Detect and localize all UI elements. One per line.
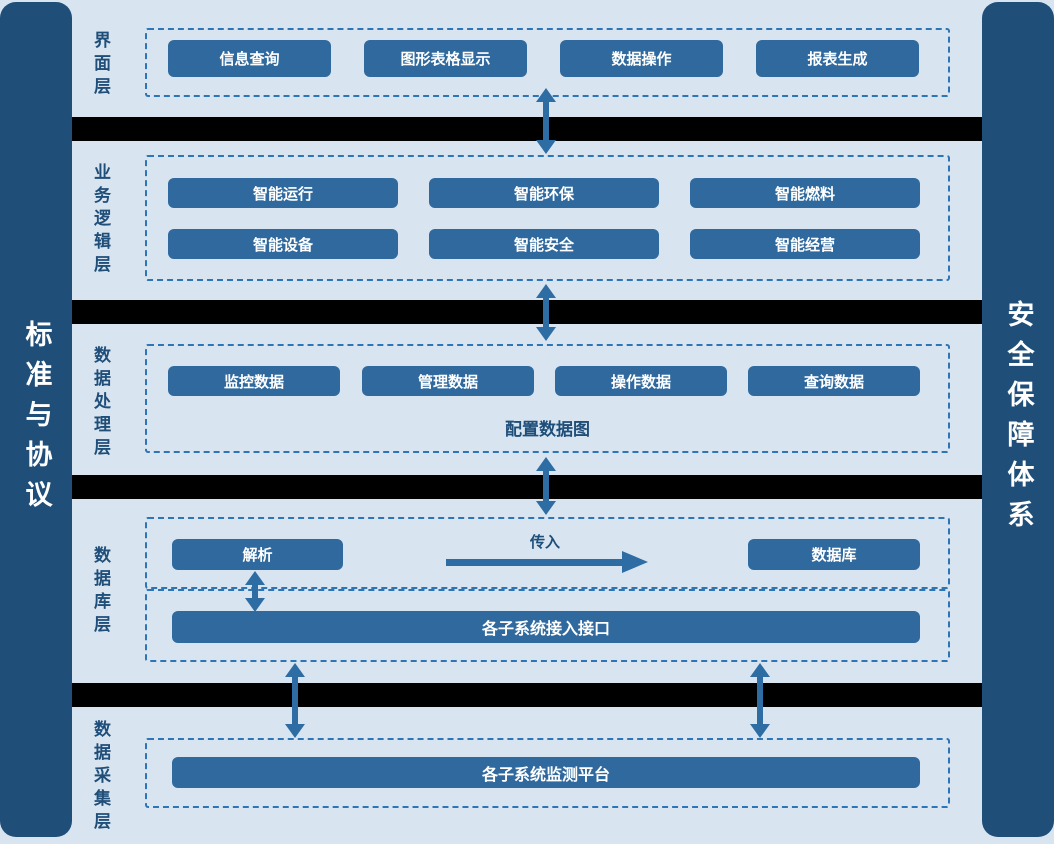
node-info-query[interactable]: 信息查询: [168, 40, 331, 77]
node-smart-management[interactable]: 智能经营: [690, 229, 920, 259]
caption-config-data-map: 配置数据图: [505, 420, 590, 440]
left-rail: 标准与协议: [0, 2, 72, 837]
node-smart-operation[interactable]: 智能运行: [168, 178, 398, 208]
node-smart-fuel[interactable]: 智能燃料: [690, 178, 920, 208]
arrow-processing-database: [535, 457, 557, 515]
node-smart-equipment[interactable]: 智能设备: [168, 229, 398, 259]
separator-band-2: [72, 300, 982, 324]
node-smart-environment[interactable]: 智能环保: [429, 178, 659, 208]
layer-label-processing: 数据处理层: [90, 346, 110, 461]
arrow-flow-in: [446, 551, 648, 573]
separator-band-4: [72, 683, 982, 707]
layer-label-interface: 界面层: [90, 31, 110, 100]
arrow-database-collection-right: [749, 663, 771, 738]
node-smart-safety[interactable]: 智能安全: [429, 229, 659, 259]
node-parse[interactable]: 解析: [172, 539, 343, 570]
arrow-business-processing: [535, 284, 557, 341]
node-database[interactable]: 数据库: [748, 539, 920, 570]
separator-band-3: [72, 475, 982, 499]
database-upper-box: [145, 517, 950, 589]
arrow-parse-bus: [244, 571, 266, 612]
arrow-database-collection-left: [284, 663, 306, 738]
layer-label-database: 数据库层: [90, 546, 110, 638]
bar-subsystem-monitor-platform[interactable]: 各子系统监测平台: [172, 757, 920, 788]
bar-subsystem-access-interface[interactable]: 各子系统接入接口: [172, 611, 920, 643]
node-operate-data[interactable]: 操作数据: [555, 366, 727, 396]
node-monitor-data[interactable]: 监控数据: [168, 366, 340, 396]
node-query-data[interactable]: 查询数据: [748, 366, 920, 396]
node-data-operation[interactable]: 数据操作: [560, 40, 723, 77]
node-manage-data[interactable]: 管理数据: [362, 366, 534, 396]
right-rail: 安全保障体系: [982, 2, 1054, 837]
layer-label-business: 业务逻辑层: [90, 163, 110, 278]
database-lower-box: [145, 589, 950, 662]
left-rail-label: 标准与协议: [20, 319, 52, 520]
right-rail-label: 安全保障体系: [1002, 299, 1034, 540]
label-flow-in: 传入: [529, 533, 560, 551]
layer-label-collection: 数据采集层: [90, 720, 110, 835]
node-graph-table-display[interactable]: 图形表格显示: [364, 40, 527, 77]
node-report-generation[interactable]: 报表生成: [756, 40, 919, 77]
collection-layer-box: [145, 738, 950, 808]
separator-band-1: [72, 117, 982, 141]
processing-layer-box: [145, 344, 950, 453]
arrow-interface-business: [535, 88, 557, 154]
business-layer-box: [145, 155, 950, 281]
